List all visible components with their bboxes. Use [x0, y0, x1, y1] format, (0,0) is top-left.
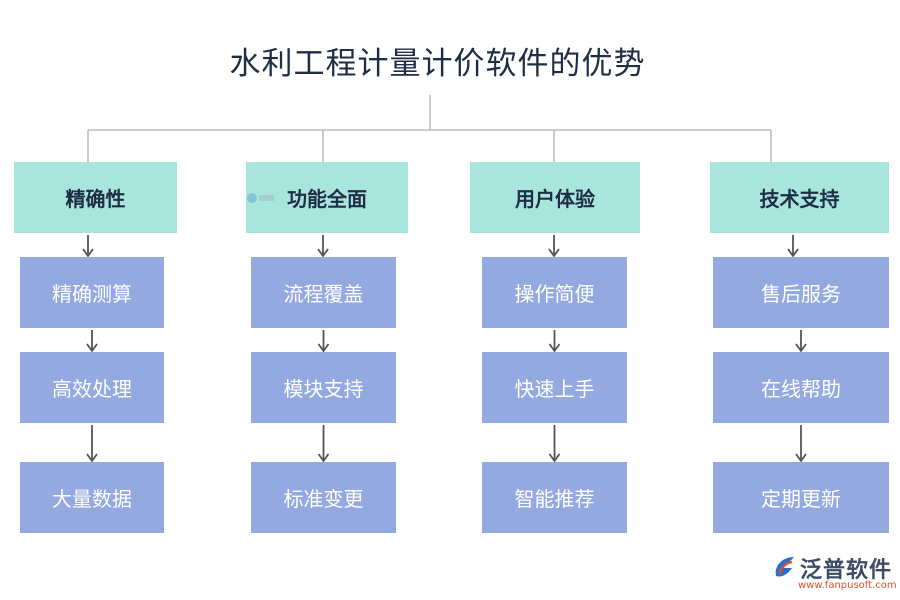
fanpu-logo-icon	[775, 557, 794, 577]
arrow-head	[795, 453, 807, 463]
arrow-head	[82, 248, 94, 258]
advantage-item: 模块支持	[251, 352, 396, 423]
arrow-head	[317, 248, 329, 258]
advantage-item: 在线帮助	[713, 352, 889, 423]
advantage-item: 标准变更	[251, 462, 396, 533]
watermark-logo	[246, 190, 276, 206]
category-header: 精确性	[14, 162, 177, 233]
arrow-head	[548, 453, 561, 463]
arrow-head	[795, 343, 807, 353]
advantage-item: 精确测算	[20, 257, 164, 328]
arrow-head	[317, 343, 330, 353]
arrow-head	[86, 453, 98, 463]
category-header: 技术支持	[710, 162, 889, 233]
category-header: 用户体验	[470, 162, 640, 233]
advantage-item: 操作简便	[482, 257, 627, 328]
advantage-item: 流程覆盖	[251, 257, 396, 328]
advantage-item: 高效处理	[20, 352, 164, 423]
advantage-item: 大量数据	[20, 462, 164, 533]
arrow-head	[787, 248, 799, 258]
page-title: 水利工程计量计价软件的优势	[229, 46, 646, 82]
arrow-head	[548, 343, 561, 353]
category-header: 功能全面	[246, 162, 408, 233]
arrow-head	[86, 343, 98, 353]
logo-url: www.fanpusoft.com	[798, 580, 897, 591]
advantage-item: 智能推荐	[482, 462, 627, 533]
arrow-head	[548, 248, 560, 258]
logo-name: 泛普软件	[800, 558, 893, 583]
fanpu-logo: 泛普软件 www.fanpusoft.com	[772, 552, 897, 591]
advantage-item: 售后服务	[713, 257, 889, 328]
arrow-head	[317, 453, 330, 463]
advantage-item: 快速上手	[482, 352, 627, 423]
advantage-item: 定期更新	[713, 462, 889, 533]
